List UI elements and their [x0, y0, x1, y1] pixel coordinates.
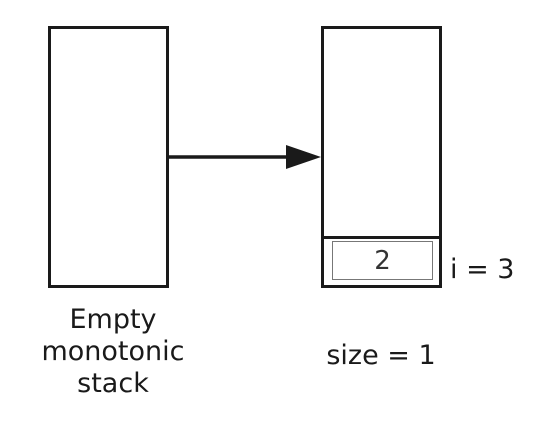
- arrow-head: [286, 145, 321, 169]
- empty-stack-label: Empty monotonic stack: [18, 304, 208, 400]
- empty-stack-label-line-1: Empty: [69, 304, 157, 335]
- empty-stack-box: [48, 26, 169, 288]
- size-label: size = 1: [326, 340, 436, 371]
- index-label: i = 3: [450, 254, 515, 285]
- empty-stack-label-line-3: stack: [77, 368, 149, 399]
- stack-cell-value: 2: [332, 241, 433, 280]
- empty-stack-label-line-2: monotonic: [41, 336, 185, 367]
- stack-cell: 2: [321, 236, 442, 288]
